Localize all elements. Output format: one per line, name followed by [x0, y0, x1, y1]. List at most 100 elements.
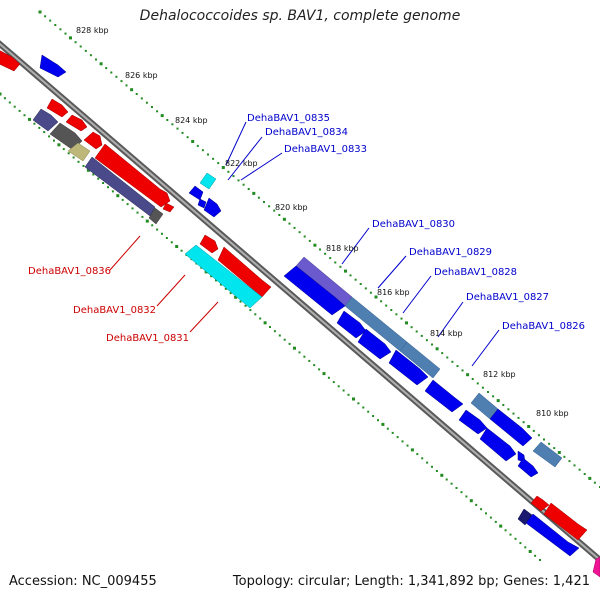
- tick-dot: [475, 503, 478, 506]
- gene-box-steel[interactable]: [399, 341, 441, 379]
- gene-arrow-red[interactable]: [530, 495, 550, 512]
- tick-dot: [166, 119, 169, 121]
- gene-label-forward[interactable]: DehaBAV1_0827: [466, 292, 549, 303]
- tick-dot: [441, 352, 444, 355]
- gene-arrow-blue[interactable]: [283, 265, 346, 316]
- gene-label-forward[interactable]: DehaBAV1_0833: [284, 144, 367, 155]
- gene-label-reverse[interactable]: DehaBAV1_0832: [73, 305, 156, 316]
- gene-arrow-red[interactable]: [94, 143, 171, 208]
- tick-dot: [201, 149, 204, 152]
- gene-box-cyan[interactable]: [184, 244, 263, 309]
- tick-dot: [354, 278, 357, 281]
- tick-dot: [116, 194, 120, 198]
- tick-dot: [227, 170, 230, 173]
- gene-box-cyan[interactable]: [199, 172, 217, 190]
- gene-arrow-blue[interactable]: [336, 310, 367, 339]
- tick-dot: [446, 356, 449, 359]
- tick-dot: [84, 49, 87, 52]
- gene-arrow-blue[interactable]: [525, 513, 580, 557]
- gene-box-navy[interactable]: [517, 508, 533, 526]
- gene-arrow-red[interactable]: [217, 246, 272, 298]
- tick-dot: [18, 109, 21, 112]
- connector-0833: [240, 152, 283, 181]
- tick-dot: [372, 415, 375, 417]
- tick-dot: [135, 93, 138, 95]
- tick-dot: [107, 186, 109, 189]
- tick-dot: [191, 140, 195, 143]
- tick-dot: [268, 205, 271, 208]
- gene-label-reverse[interactable]: DehaBAV1_0836: [28, 266, 111, 277]
- tick-dot: [219, 283, 222, 286]
- gene-arrow-blue[interactable]: [424, 379, 464, 413]
- tick-dot: [237, 179, 240, 182]
- gene-label-forward[interactable]: DehaBAV1_0828: [434, 267, 517, 278]
- tick-label: 824 kbp: [175, 116, 208, 125]
- tick-label: 816 kbp: [377, 288, 410, 297]
- gene-arrow-blue[interactable]: [517, 457, 539, 478]
- connector-0828: [402, 275, 432, 314]
- tick-dot: [528, 550, 532, 553]
- tick-dot: [377, 419, 379, 422]
- gene-arrow-blue[interactable]: [188, 185, 204, 201]
- gene-label-reverse[interactable]: DehaBAV1_0831: [106, 333, 189, 344]
- gene-label-forward[interactable]: DehaBAV1_0829: [409, 247, 492, 258]
- gene-box-steel[interactable]: [532, 441, 563, 468]
- tick-dot: [380, 300, 383, 303]
- tick-dot: [406, 444, 409, 447]
- tick-dot: [440, 473, 444, 477]
- tick-dot: [431, 343, 433, 346]
- gene-label-forward[interactable]: DehaBAV1_0826: [502, 321, 585, 332]
- gene-arrow-blue[interactable]: [388, 349, 429, 386]
- gene-arrow-magenta[interactable]: [592, 556, 600, 578]
- gene-arrow-blue[interactable]: [479, 427, 517, 462]
- connector-0836: [109, 235, 141, 271]
- gene-arrow-blue[interactable]: [489, 408, 533, 447]
- gene-arrow-red[interactable]: [543, 502, 588, 541]
- gene-arrow-blue[interactable]: [39, 54, 67, 78]
- tick-dot: [293, 226, 296, 229]
- tick-dot: [352, 397, 355, 401]
- tick-dot: [115, 75, 118, 78]
- gene-arrow-blue[interactable]: [197, 198, 207, 209]
- tick-dot: [156, 110, 159, 113]
- connector-0834: [227, 136, 263, 181]
- gene-arrow-red[interactable]: [65, 114, 88, 132]
- tick-dot: [180, 249, 183, 252]
- gene-arrow-blue[interactable]: [458, 409, 488, 435]
- gene-arrow-blue[interactable]: [357, 328, 392, 360]
- gene-arrow-red[interactable]: [162, 202, 175, 213]
- tick-dot: [105, 67, 108, 70]
- tick-label: 818 kbp: [326, 244, 359, 253]
- gene-label-forward[interactable]: DehaBAV1_0835: [247, 113, 330, 124]
- tick-dot: [3, 97, 6, 100]
- tick-dot: [273, 330, 276, 333]
- tick-dot: [110, 71, 113, 74]
- gene-arrow-red[interactable]: [0, 48, 21, 72]
- tick-dot: [273, 209, 276, 212]
- tick-dot: [332, 381, 335, 384]
- gene-arrow-blue[interactable]: [203, 197, 222, 218]
- tick-dot: [242, 183, 245, 186]
- gene-box-grey[interactable]: [148, 207, 164, 225]
- tick-dot: [244, 304, 247, 307]
- tick-dot: [386, 427, 389, 430]
- tick-label: 826 kbp: [125, 71, 158, 80]
- gene-arrow-red[interactable]: [83, 131, 103, 150]
- tick-dot: [385, 304, 388, 307]
- gene-box-khaki[interactable]: [67, 142, 91, 162]
- gene-arrow-red[interactable]: [46, 98, 69, 118]
- tick-dot: [522, 421, 525, 424]
- tick-dot: [298, 351, 301, 354]
- gene-label-forward[interactable]: DehaBAV1_0830: [372, 219, 455, 230]
- tick-dot: [54, 24, 57, 26]
- tick-dot: [257, 196, 260, 199]
- tick-dot: [141, 215, 144, 218]
- tick-dot: [435, 470, 438, 472]
- tick-dot: [74, 41, 77, 44]
- tick-dot: [339, 265, 342, 268]
- gene-label-forward[interactable]: DehaBAV1_0834: [265, 127, 348, 138]
- gene-arrow-red[interactable]: [199, 234, 219, 254]
- gene-box-slate[interactable]: [32, 108, 59, 132]
- tick-dot: [97, 177, 100, 180]
- tick-dot: [99, 62, 103, 66]
